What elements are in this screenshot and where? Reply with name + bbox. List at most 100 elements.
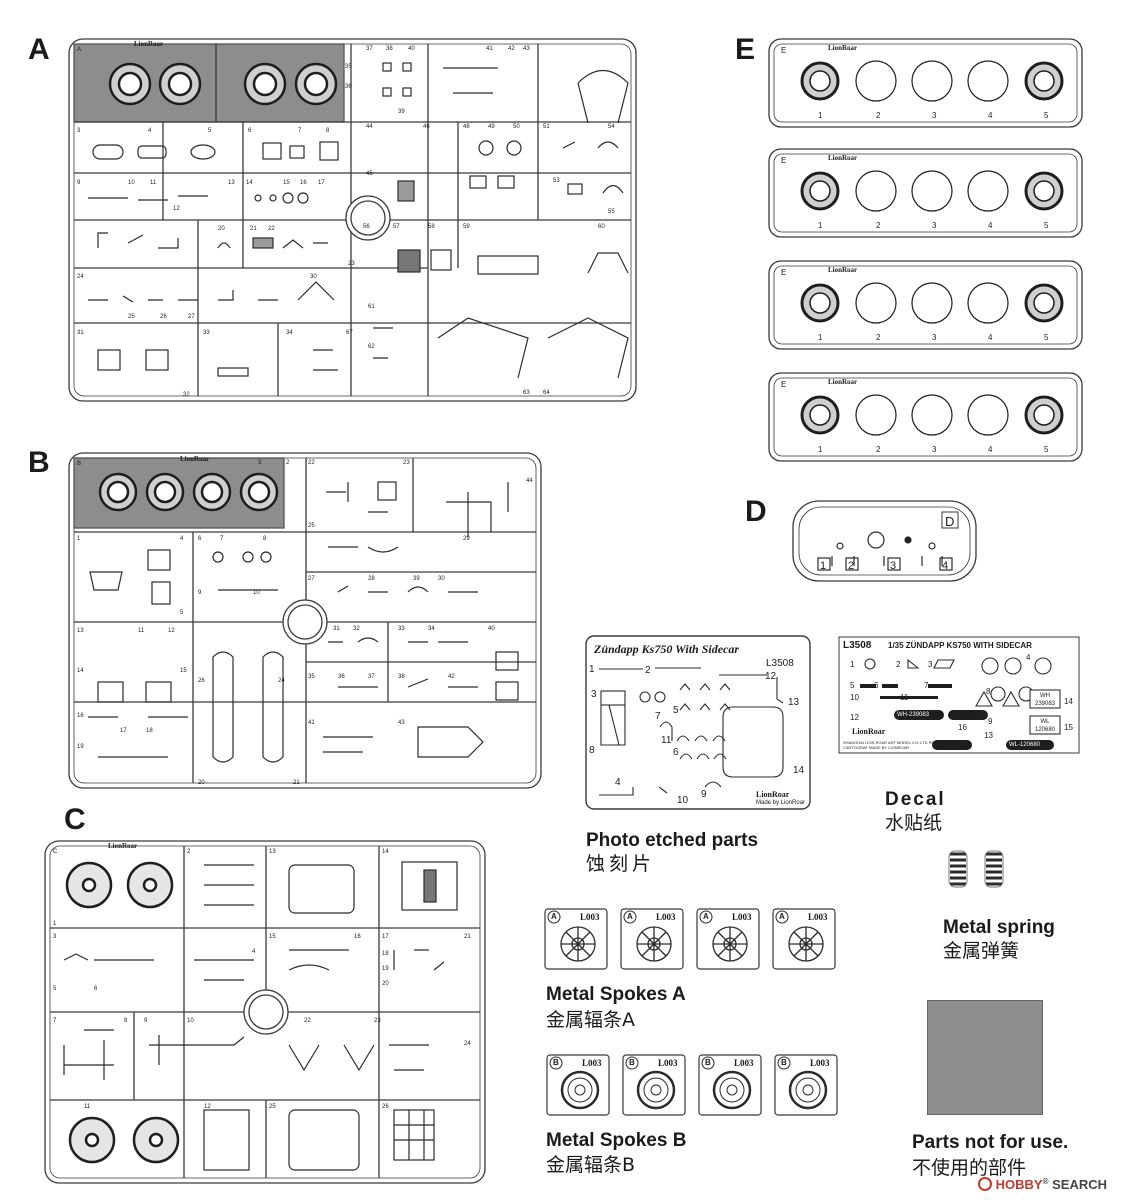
svg-text:7: 7 xyxy=(924,681,929,690)
spokes-b-code-2: L003 xyxy=(658,1058,678,1068)
svg-text:50: 50 xyxy=(513,124,520,130)
spokes-a-badge-1: A xyxy=(551,912,557,921)
svg-text:5: 5 xyxy=(1044,111,1049,120)
svg-text:17: 17 xyxy=(382,934,389,940)
svg-text:4: 4 xyxy=(615,777,621,788)
svg-text:12: 12 xyxy=(168,628,175,634)
svg-text:6: 6 xyxy=(94,986,98,992)
svg-text:32: 32 xyxy=(353,626,360,632)
svg-text:9: 9 xyxy=(144,1018,148,1024)
spokes-a-caption: Metal Spokes A xyxy=(546,984,686,1005)
watermark-registered: ® xyxy=(1042,1177,1049,1186)
svg-text:2: 2 xyxy=(876,333,881,342)
svg-text:E: E xyxy=(781,380,786,389)
svg-text:10: 10 xyxy=(128,180,135,186)
svg-text:12: 12 xyxy=(173,206,180,212)
svg-text:29: 29 xyxy=(463,536,470,542)
svg-text:1: 1 xyxy=(850,660,855,669)
svg-text:7: 7 xyxy=(298,128,302,134)
svg-text:1: 1 xyxy=(77,536,81,542)
svg-text:19: 19 xyxy=(77,744,84,750)
svg-text:25: 25 xyxy=(128,314,135,320)
svg-text:E: E xyxy=(781,268,786,277)
svg-text:9: 9 xyxy=(701,789,707,800)
svg-text:19: 19 xyxy=(382,966,389,972)
svg-text:44: 44 xyxy=(526,478,533,484)
svg-text:10: 10 xyxy=(850,693,859,702)
svg-text:6: 6 xyxy=(198,536,202,542)
svg-text:24: 24 xyxy=(278,678,285,684)
svg-text:21: 21 xyxy=(464,934,471,940)
svg-text:2: 2 xyxy=(896,660,901,669)
svg-text:18: 18 xyxy=(146,728,153,734)
spokes-b-badge-2: B xyxy=(629,1058,635,1067)
svg-text:32: 32 xyxy=(183,392,190,398)
svg-text:6: 6 xyxy=(874,681,879,690)
spokes-a-code-4: L003 xyxy=(808,912,828,922)
svg-text:2: 2 xyxy=(645,665,651,676)
sprue-a-brand: LionRoar xyxy=(134,40,164,48)
svg-text:4: 4 xyxy=(988,333,993,342)
svg-text:20: 20 xyxy=(218,226,225,232)
svg-text:60: 60 xyxy=(598,224,605,230)
svg-text:48: 48 xyxy=(463,124,470,130)
spokes-b-caption-cn: 金属辐条B xyxy=(546,1154,636,1176)
svg-text:41: 41 xyxy=(486,46,493,52)
svg-text:9: 9 xyxy=(988,717,993,726)
svg-text:30: 30 xyxy=(438,576,445,582)
svg-text:26: 26 xyxy=(382,1104,389,1110)
svg-text:15: 15 xyxy=(1064,723,1073,732)
svg-text:14: 14 xyxy=(382,849,389,855)
svg-text:38: 38 xyxy=(398,674,405,680)
svg-text:4: 4 xyxy=(942,560,948,572)
svg-text:10: 10 xyxy=(253,590,260,596)
svg-text:3: 3 xyxy=(928,660,933,669)
svg-text:43: 43 xyxy=(398,720,405,726)
metal-spokes-b xyxy=(546,1054,838,1116)
watermark: HOBBY® SEARCH xyxy=(978,1177,1107,1192)
svg-text:14: 14 xyxy=(793,765,805,776)
metal-spokes-a xyxy=(544,908,836,970)
svg-text:1: 1 xyxy=(818,445,823,454)
svg-text:14: 14 xyxy=(1064,697,1073,706)
spokes-a-code-2: L003 xyxy=(656,912,676,922)
svg-text:13: 13 xyxy=(788,697,800,708)
svg-text:3: 3 xyxy=(932,111,937,120)
svg-text:11: 11 xyxy=(138,628,145,634)
svg-text:5: 5 xyxy=(53,986,57,992)
svg-text:8: 8 xyxy=(124,1018,128,1024)
svg-text:37: 37 xyxy=(366,46,373,52)
svg-text:23: 23 xyxy=(403,460,410,466)
svg-text:8: 8 xyxy=(326,128,330,134)
svg-text:5: 5 xyxy=(1044,333,1049,342)
svg-text:3: 3 xyxy=(932,333,937,342)
svg-text:2: 2 xyxy=(876,111,881,120)
svg-text:16: 16 xyxy=(958,723,967,732)
svg-text:31: 31 xyxy=(77,330,84,336)
svg-text:23: 23 xyxy=(348,261,355,267)
decal-plate-2: WL 120680 xyxy=(1034,719,1056,733)
svg-text:27: 27 xyxy=(308,576,315,582)
svg-text:9: 9 xyxy=(77,180,81,186)
spokes-b-badge-4: B xyxy=(781,1058,787,1067)
svg-text:6: 6 xyxy=(673,747,679,758)
svg-text:2: 2 xyxy=(876,445,881,454)
svg-text:14: 14 xyxy=(246,180,253,186)
svg-text:11: 11 xyxy=(661,735,672,746)
svg-text:34: 34 xyxy=(428,626,435,632)
spokes-a-code-1: L003 xyxy=(580,912,600,922)
metal-spring-caption-cn: 金属弹簧 xyxy=(943,940,1020,962)
svg-text:61: 61 xyxy=(368,304,375,310)
svg-text:1: 1 xyxy=(820,560,826,572)
svg-text:49: 49 xyxy=(488,124,495,130)
svg-text:64: 64 xyxy=(543,390,550,396)
svg-text:D: D xyxy=(945,514,954,529)
photo-etched-caption: Photo etched parts xyxy=(586,830,759,851)
photo-etched-code: L3508 xyxy=(766,658,794,669)
svg-text:4: 4 xyxy=(148,128,152,134)
photo-etched-maker-sub: Made by LionRoar xyxy=(756,800,806,806)
svg-text:51: 51 xyxy=(543,124,550,130)
decal-plate-3: WH-239083 xyxy=(897,712,930,718)
